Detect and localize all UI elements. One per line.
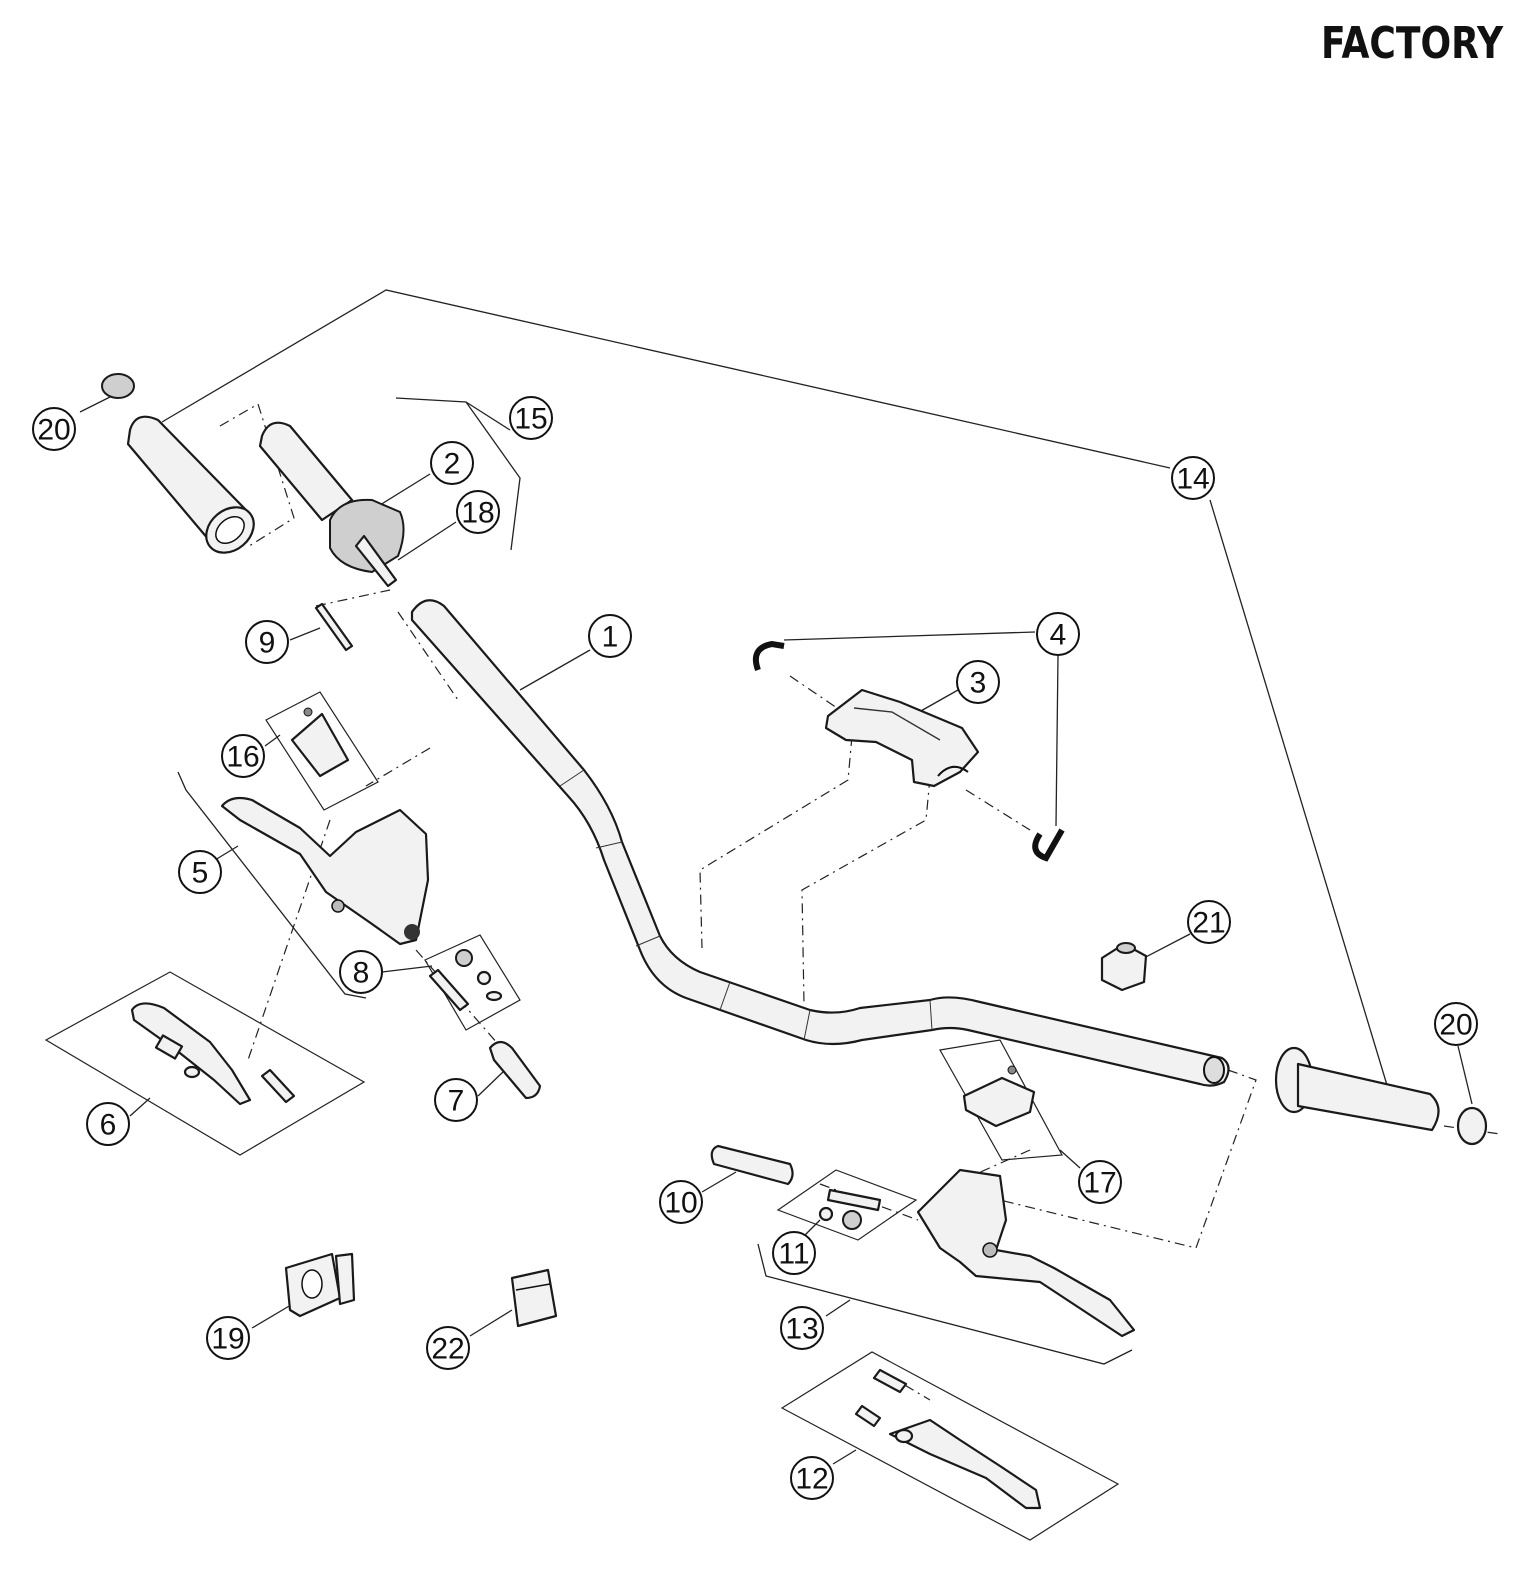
callout-22: 22 [426, 1326, 470, 1370]
svg-text:11: 11 [778, 1238, 809, 1271]
leader-lines [44, 289, 1473, 1541]
callout-5: 5 [178, 850, 222, 894]
callout-3: 3 [956, 660, 1000, 704]
svg-text:5: 5 [192, 857, 209, 890]
callout-6: 6 [86, 1102, 130, 1146]
reservoir-cap-left [290, 707, 350, 778]
callout-8: 8 [339, 950, 383, 994]
sensor-module [1100, 942, 1148, 992]
svg-text:16: 16 [226, 741, 259, 774]
svg-text:17: 17 [1083, 1167, 1116, 1200]
svg-text:15: 15 [514, 403, 547, 436]
callout-14: 14 [1171, 456, 1215, 500]
svg-text:12: 12 [795, 1463, 828, 1496]
svg-text:2: 2 [444, 448, 461, 481]
switch-module [284, 1252, 356, 1318]
svg-text:19: 19 [211, 1323, 244, 1356]
svg-text:21: 21 [1192, 907, 1225, 940]
callout-11: 11 [772, 1231, 816, 1275]
reservoir-cap-right [962, 1065, 1036, 1128]
brand-title: FACTORY [1320, 18, 1503, 69]
callout-2: 2 [430, 441, 474, 485]
callout-4: 4 [1036, 612, 1080, 656]
callout-1: 1 [588, 614, 632, 658]
right-grip [1274, 1046, 1440, 1132]
cable-clip-lower [1032, 828, 1065, 862]
svg-text:3: 3 [970, 667, 987, 700]
handlebar [410, 599, 1230, 1087]
clutch-assembly-left [220, 796, 430, 946]
svg-text:8: 8 [353, 957, 370, 990]
callout-9: 9 [245, 620, 289, 664]
callout-10: 10 [659, 1180, 703, 1224]
throttle-grip [258, 421, 405, 588]
callout-17: 17 [1078, 1160, 1122, 1204]
lever-kit-right [854, 1368, 1042, 1510]
brake-assembly-right [916, 1168, 1136, 1338]
lever-kit-left [130, 1002, 296, 1106]
svg-text:13: 13 [785, 1313, 818, 1346]
svg-text:14: 14 [1176, 463, 1209, 496]
callout-12: 12 [790, 1456, 834, 1500]
grease-packet [510, 1268, 558, 1328]
callout-20-left: 20 [32, 407, 76, 451]
svg-text:18: 18 [461, 497, 494, 530]
bar-end-plug-left [101, 373, 135, 399]
svg-text:20: 20 [1439, 1009, 1472, 1042]
svg-text:6: 6 [100, 1109, 117, 1142]
callout-19: 19 [206, 1316, 250, 1360]
adjuster-left [488, 1040, 542, 1100]
adjuster-right [710, 1144, 794, 1186]
callout-13: 13 [780, 1306, 824, 1350]
svg-text:22: 22 [431, 1333, 464, 1366]
callout-16: 16 [221, 734, 265, 778]
pin [314, 602, 354, 652]
callout-7: 7 [434, 1078, 478, 1122]
svg-text:20: 20 [37, 414, 70, 447]
callout-15: 15 [509, 396, 553, 440]
small-parts-kit-8 [428, 949, 503, 1012]
callout-20-right: 20 [1434, 1002, 1478, 1046]
svg-text:1: 1 [602, 621, 619, 654]
svg-text:4: 4 [1050, 619, 1067, 652]
svg-text:7: 7 [448, 1085, 465, 1118]
left-grip [126, 415, 255, 554]
callout-21: 21 [1187, 900, 1231, 944]
bar-clamp [824, 688, 980, 788]
callouts: 1 2 3 4 5 6 7 8 9 10 11 12 13 14 15 16 1… [32, 396, 1478, 1500]
svg-text:9: 9 [259, 627, 276, 660]
bar-end-plug-right [1456, 1106, 1488, 1146]
svg-text:10: 10 [664, 1187, 697, 1220]
small-parts-kit-11 [818, 1188, 882, 1230]
cable-clip-upper [752, 640, 785, 672]
callout-18: 18 [456, 490, 500, 534]
